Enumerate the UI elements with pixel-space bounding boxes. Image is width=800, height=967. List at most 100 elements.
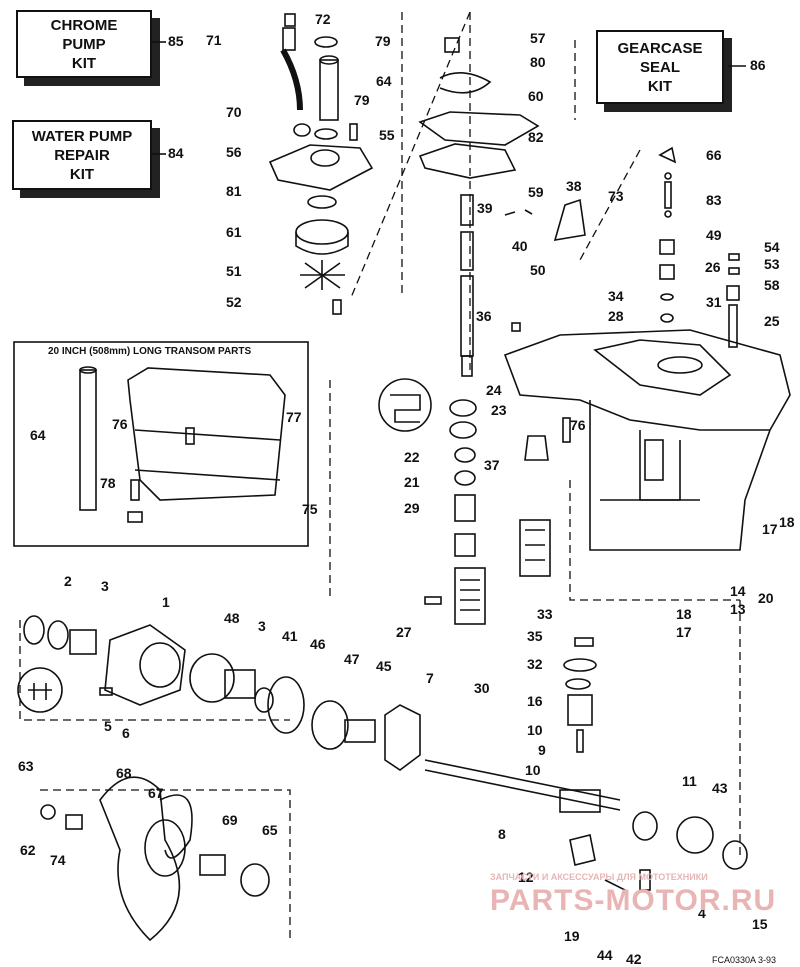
callout-84: 84 [168,145,184,161]
callout-77: 77 [286,409,302,425]
callout-86: 86 [750,57,766,73]
callout-50: 50 [530,262,546,278]
callout-37: 37 [484,457,500,473]
callout-75: 75 [302,501,318,517]
callout-59: 59 [528,184,544,200]
chrome-pump-kit-box: CHROME PUMP KIT [16,10,152,78]
callout-53: 53 [764,256,780,272]
callout-69: 69 [222,812,238,828]
prop-shaft-parts [17,615,748,870]
watermark-tagline: ЗАПЧАСТИ И АКСЕССУАРЫ ДЛЯ МОТОТЕХНИКИ [490,872,708,882]
callout-66: 66 [706,147,722,163]
callout-34: 34 [608,288,624,304]
kit-85-line-2: PUMP [62,35,106,53]
callout-70: 70 [226,104,242,120]
callout-36: 36 [476,308,492,324]
kit-84-line-1: WATER PUMP [31,127,133,145]
inset-frame [13,341,309,547]
callout-47: 47 [344,651,360,667]
kit-86-line-1: GEARCASE [617,39,703,57]
callout-76-inset: 76 [112,416,128,432]
callout-58: 58 [764,277,780,293]
gearcase-housing [503,329,791,551]
callout-5: 5 [104,718,112,734]
callout-76: 76 [570,417,586,433]
inset-title: 20 INCH (508mm) LONG TRANSOM PARTS [48,346,252,357]
callout-41: 41 [282,628,298,644]
callout-30: 30 [474,680,490,696]
callout-3a: 3 [101,578,109,594]
callout-18b: 18 [676,606,692,622]
callout-2: 2 [64,573,72,589]
callout-78: 78 [100,475,116,491]
callout-74: 74 [50,852,66,868]
callout-57: 57 [530,30,546,46]
callout-29: 29 [404,500,420,516]
callout-49: 49 [706,227,722,243]
callout-40: 40 [512,238,528,254]
callout-65: 65 [262,822,278,838]
callout-82: 82 [528,129,544,145]
watermark-brand: PARTS-MOTOR.RU [490,884,777,917]
bearing-stack [378,378,571,625]
callout-6: 6 [122,725,130,741]
callout-63: 63 [18,758,34,774]
callout-64: 64 [376,73,392,89]
callout-17b: 17 [676,624,692,640]
callout-48: 48 [224,610,240,626]
callout-4: 4 [698,905,706,921]
callout-28: 28 [608,308,624,324]
callout-10b: 10 [525,762,541,778]
callout-38: 38 [566,178,582,194]
callout-26: 26 [705,259,721,275]
shift-rod-parts [658,146,740,348]
callout-39: 39 [477,200,493,216]
callout-52: 52 [226,294,242,310]
callout-45: 45 [376,658,392,674]
callout-61: 61 [226,224,242,240]
callout-3b: 3 [258,618,266,634]
callout-15: 15 [752,916,768,932]
drive-shaft-parts [418,37,586,377]
callout-71: 71 [206,32,222,48]
callout-73: 73 [608,188,624,204]
callout-25: 25 [764,313,780,329]
callout-18a: 18 [779,514,795,530]
callout-67: 67 [148,785,164,801]
callout-27: 27 [396,624,412,640]
callout-68: 68 [116,765,132,781]
callout-31: 31 [706,294,722,310]
callout-56: 56 [226,144,242,160]
callout-51: 51 [226,263,242,279]
callout-79a: 79 [375,33,391,49]
callout-32: 32 [527,656,543,672]
callout-19: 19 [564,928,580,944]
callout-10a: 10 [527,722,543,738]
inset-parts [79,366,286,523]
callout-79b: 79 [354,92,370,108]
callout-80: 80 [530,54,546,70]
kit-85-line-1: CHROME [50,16,118,34]
callout-43: 43 [712,780,728,796]
callout-1: 1 [162,594,170,610]
callout-22: 22 [404,449,420,465]
callout-24: 24 [486,382,502,398]
callout-16: 16 [527,693,543,709]
callout-60: 60 [528,88,544,104]
kit-84-line-3: KIT [69,165,95,183]
callout-46: 46 [310,636,326,652]
kit-86-line-3: KIT [647,77,673,95]
callout-54: 54 [764,239,780,255]
kit-84-line-2: REPAIR [54,146,110,164]
callout-8: 8 [498,826,506,842]
callout-35: 35 [527,628,543,644]
water-pump-repair-kit-box: WATER PUMP REPAIR KIT [12,120,152,190]
callout-64-inset: 64 [30,427,46,443]
kit-85-line-3: KIT [71,54,97,72]
callout-13: 13 [730,601,746,617]
callout-81: 81 [226,183,242,199]
gearcase-seal-kit-box: GEARCASE SEAL KIT [596,30,724,104]
callout-42: 42 [626,951,642,967]
